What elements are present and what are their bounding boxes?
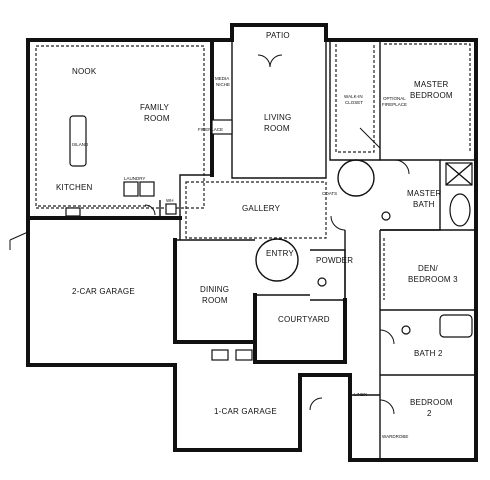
label-fireplace: FIREPLACE [198,127,223,132]
entry-rotunda [255,238,299,282]
label-walk-in-closet-1: WALK-IN [344,94,363,99]
label-master-bedroom-2: BEDROOM [410,91,453,100]
label-living-room-2: ROOM [264,124,290,133]
label-dining-room-1: DINING [200,285,229,294]
label-family-room-1: FAMILY [140,103,170,112]
label-entry: ENTRY [266,249,294,258]
exterior-walls [26,23,478,462]
laundry-washer [123,181,139,197]
label-island: ISLAND [72,142,89,147]
label-master-bath-2: BATH [413,200,435,209]
bath2-tub [439,314,473,338]
laundry-dryer [139,181,155,197]
label-powder: POWDER [316,256,353,265]
label-gallery: GALLERY [242,204,281,213]
label-dining-room-2: ROOM [202,296,228,305]
kitchen-island [69,115,87,167]
fireplace-box [211,119,233,135]
label-courtyard: COURTYARD [278,315,330,324]
label-walk-in-closet-2: CLOSET [345,100,363,105]
room-labels: PATIO NOOK FAMILY ROOM LIVING ROOM MASTE… [56,31,458,418]
annotation-labels: WALK-IN CLOSET OPTIONAL FIREPLACE FIREPL… [72,76,408,439]
label-media-niche-1: MEDIA [215,76,229,81]
stair-rotunda [337,159,375,197]
label-den-1: DEN/ [418,264,438,273]
label-linen: LINEN [354,392,367,397]
fixtures [65,115,473,361]
label-kitchen: KITCHEN [56,183,93,192]
cooktop [65,207,81,217]
label-bedroom-2-2: 2 [427,409,432,418]
dashed-lines [35,43,471,300]
label-bath-2: BATH 2 [414,349,443,358]
garage-appliance-2 [235,349,253,361]
label-living-room-1: LIVING [264,113,291,122]
master-sink [381,211,391,221]
bath2-sink [401,325,411,335]
label-master-bedroom-1: MASTER [414,80,449,89]
label-one-car-garage: 1-CAR GARAGE [214,407,277,416]
label-nook: NOOK [72,67,97,76]
label-bedroom-2-1: BEDROOM [410,398,453,407]
master-tub [449,193,471,227]
label-laundry: LAUNDRY [124,176,145,181]
label-den-2: BEDROOM 3 [408,275,458,284]
garage-appliance-1 [211,349,229,361]
label-wh: WH [166,198,174,203]
label-optional-fireplace-2: FIREPLACE [382,102,407,107]
powder-sink [317,277,327,287]
label-family-room-2: ROOM [144,114,170,123]
label-optional-fireplace-1: OPTIONAL [383,96,406,101]
label-patio: PATIO [266,31,290,40]
label-wardrobe: WARDROBE [382,434,408,439]
water-heater [165,203,177,215]
interior-walls [159,40,476,460]
label-media-niche-2: NICHE [216,82,230,87]
label-two-car-garage: 2-CAR GARAGE [72,287,135,296]
doors [9,54,410,415]
label-master-bath-1: MASTER [407,189,442,198]
label-coats: COATS [322,191,337,196]
